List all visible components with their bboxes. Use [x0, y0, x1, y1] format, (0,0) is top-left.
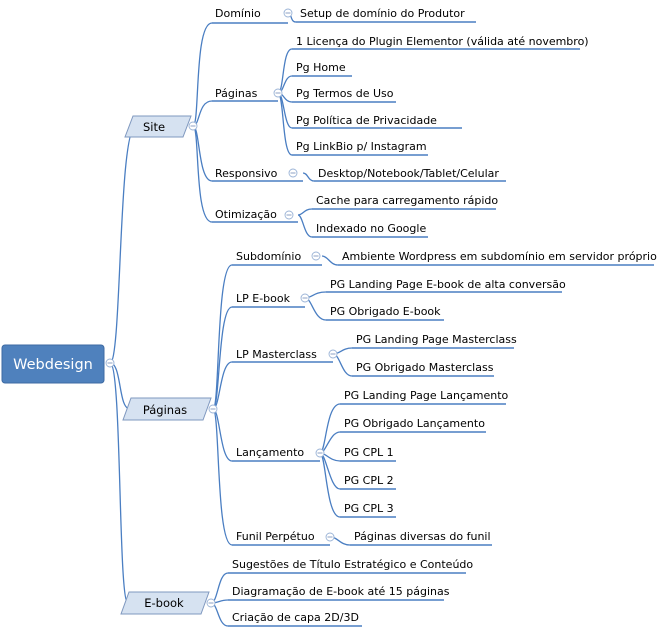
topic-lp-ebook[interactable]: LP E-book: [236, 292, 291, 305]
item-cpl-3[interactable]: PG CPL 3: [344, 502, 394, 515]
item-licenca-elementor[interactable]: 1 Licença do Plugin Elementor (válida at…: [296, 35, 589, 48]
item-pg-linkbio[interactable]: Pg LinkBio p/ Instagram: [296, 140, 427, 153]
collapse-icon[interactable]: [315, 448, 325, 458]
topic-otimizacao[interactable]: Otimização: [215, 208, 277, 221]
topic-site-paginas[interactable]: Páginas: [215, 87, 258, 100]
item-pg-termos[interactable]: Pg Termos de Uso: [296, 87, 394, 100]
collapse-icon[interactable]: [284, 210, 294, 220]
underlines: [212, 21, 654, 627]
topic-dominio[interactable]: Domínio: [215, 7, 261, 20]
topic-lp-masterclass[interactable]: LP Masterclass: [236, 348, 317, 361]
item-cpl-2[interactable]: PG CPL 2: [344, 474, 394, 487]
root-node[interactable]: Webdesign: [1, 344, 105, 384]
topic-subdominio[interactable]: Subdomínio: [236, 250, 301, 263]
topic-lancamento[interactable]: Lançamento: [236, 446, 304, 459]
collapse-icon[interactable]: [283, 8, 293, 18]
collapse-icon[interactable]: [328, 349, 338, 359]
item-capa[interactable]: Criação de capa 2D/3D: [232, 611, 359, 624]
collapse-icon[interactable]: [208, 404, 218, 414]
item-ambiente-wordpress[interactable]: Ambiente Wordpress em subdomínio em serv…: [342, 250, 657, 263]
branch-site[interactable]: Site: [124, 115, 192, 138]
root-label: Webdesign: [13, 357, 93, 373]
item-indexado[interactable]: Indexado no Google: [316, 222, 426, 235]
item-cpl-1[interactable]: PG CPL 1: [344, 446, 394, 459]
collapse-icon[interactable]: [311, 251, 321, 261]
collapse-icon[interactable]: [206, 598, 216, 608]
connectors: [109, 12, 353, 627]
branch-ebook-label: E-book: [144, 596, 184, 610]
item-dispositivos[interactable]: Desktop/Notebook/Tablet/Celular: [318, 167, 499, 180]
item-pg-privacidade[interactable]: Pg Política de Privacidade: [296, 114, 437, 127]
collapse-icon[interactable]: [325, 532, 335, 542]
item-lancamento-landing[interactable]: PG Landing Page Lançamento: [344, 389, 509, 402]
branch-paginas[interactable]: Páginas: [122, 397, 212, 421]
item-lp-ebook-obrigado[interactable]: PG Obrigado E-book: [330, 305, 441, 318]
item-cache[interactable]: Cache para carregamento rápido: [316, 194, 498, 207]
item-setup-dominio[interactable]: Setup de domínio do Produtor: [300, 7, 465, 20]
item-lancamento-obrigado[interactable]: PG Obrigado Lançamento: [344, 417, 485, 430]
collapse-icon[interactable]: [273, 88, 283, 98]
item-sugestoes-titulo[interactable]: Sugestões de Título Estratégico e Conteú…: [232, 558, 473, 571]
item-masterclass-obrigado[interactable]: PG Obrigado Masterclass: [356, 361, 494, 374]
branch-ebook[interactable]: E-book: [120, 591, 210, 615]
collapse-icon[interactable]: [188, 121, 198, 131]
item-diagramacao[interactable]: Diagramação de E-book até 15 páginas: [232, 585, 450, 598]
collapse-icon[interactable]: [288, 168, 298, 178]
collapse-icon[interactable]: [300, 293, 310, 303]
topic-responsivo[interactable]: Responsivo: [215, 167, 278, 180]
collapse-icon[interactable]: [105, 358, 115, 368]
collapse-toggles: [105, 8, 338, 608]
item-lp-ebook-landing[interactable]: PG Landing Page E-book de alta conversão: [330, 278, 566, 291]
branch-paginas-label: Páginas: [143, 403, 187, 417]
item-paginas-funil[interactable]: Páginas diversas do funil: [354, 530, 491, 543]
branch-site-label: Site: [143, 120, 165, 134]
item-pg-home[interactable]: Pg Home: [296, 61, 346, 74]
item-masterclass-landing[interactable]: PG Landing Page Masterclass: [356, 333, 517, 346]
topic-funil-perpetuo[interactable]: Funil Perpétuo: [236, 530, 315, 543]
